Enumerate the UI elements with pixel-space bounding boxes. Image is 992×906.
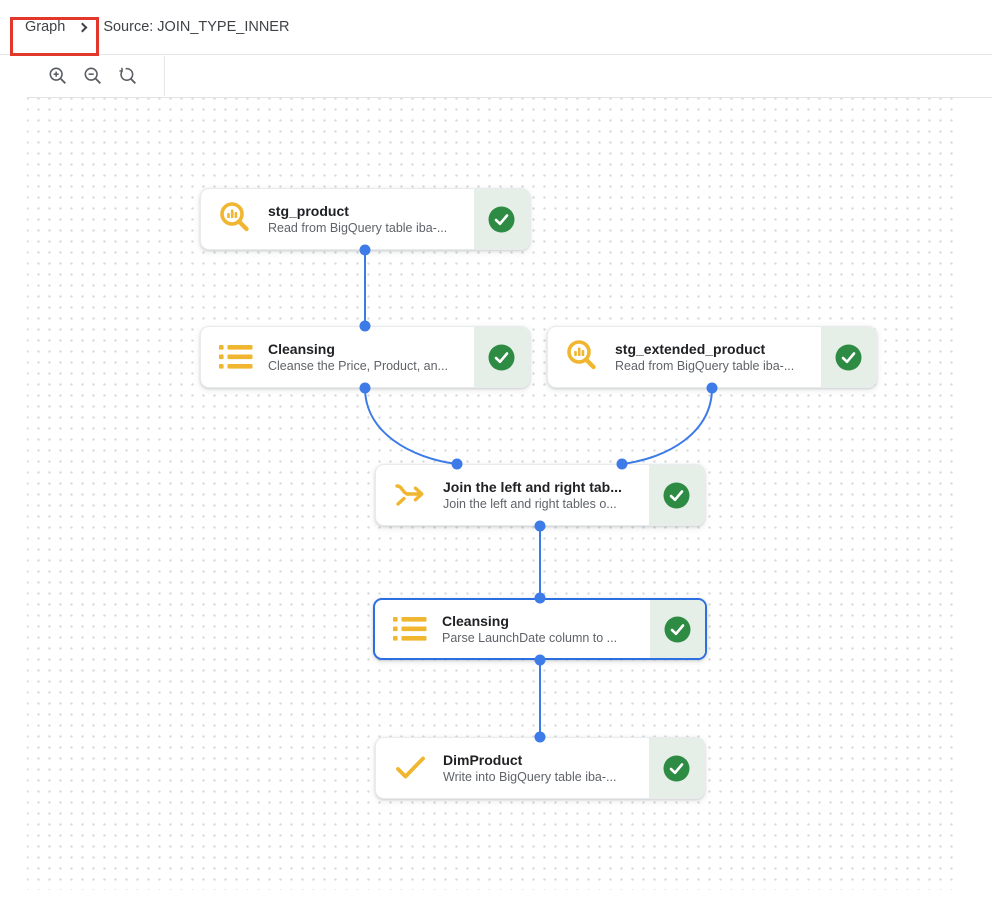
status-success-badge bbox=[649, 738, 704, 798]
node-title: stg_product bbox=[268, 202, 349, 219]
node-stg-extended-product[interactable]: stg_extended_product Read from BigQuery … bbox=[547, 326, 877, 388]
node-join[interactable]: Join the left and right tab... Join the … bbox=[375, 464, 705, 526]
zoom-in-icon bbox=[47, 65, 69, 87]
bigquery-read-magnifier-chart-icon bbox=[216, 199, 256, 239]
canvas-toolbar bbox=[0, 55, 992, 97]
node-title: Cleansing bbox=[268, 340, 335, 357]
canvas-border bbox=[27, 97, 992, 98]
zoom-out-icon bbox=[82, 65, 104, 87]
join-merge-arrow-icon bbox=[391, 475, 431, 515]
zoom-out-button[interactable] bbox=[80, 63, 106, 89]
status-success-badge bbox=[474, 327, 529, 387]
recipe-list-icon bbox=[390, 609, 430, 649]
zoom-reset-button[interactable] bbox=[115, 63, 141, 89]
node-dim-product[interactable]: DimProduct Write into BigQuery table iba… bbox=[375, 737, 705, 799]
status-success-badge bbox=[650, 600, 705, 658]
node-subtitle: Cleanse the Price, Product, an... bbox=[268, 358, 448, 373]
status-success-badge bbox=[821, 327, 876, 387]
node-title: stg_extended_product bbox=[615, 340, 766, 357]
breadcrumb: Graph Source: JOIN_TYPE_INNER bbox=[0, 0, 992, 55]
node-subtitle: Parse LaunchDate column to ... bbox=[442, 630, 618, 645]
status-success-badge bbox=[649, 465, 704, 525]
node-subtitle: Join the left and right tables o... bbox=[443, 496, 617, 511]
recipe-list-icon bbox=[216, 337, 256, 377]
node-cleansing-2[interactable]: Cleansing Parse LaunchDate column to ... bbox=[373, 598, 707, 660]
status-success-badge bbox=[474, 189, 529, 249]
node-subtitle: Read from BigQuery table iba-... bbox=[615, 358, 795, 373]
node-subtitle: Write into BigQuery table iba-... bbox=[443, 769, 617, 784]
node-title: Join the left and right tab... bbox=[443, 478, 622, 495]
breadcrumb-item-graph[interactable]: Graph bbox=[25, 19, 66, 35]
node-title: DimProduct bbox=[443, 751, 523, 768]
node-title: Cleansing bbox=[442, 612, 509, 629]
node-stg-product[interactable]: stg_product Read from BigQuery table iba… bbox=[200, 188, 530, 250]
bigquery-read-magnifier-chart-icon bbox=[563, 337, 603, 377]
write-check-icon bbox=[391, 748, 431, 788]
chevron-right-icon bbox=[77, 22, 88, 32]
node-subtitle: Read from BigQuery table iba-... bbox=[268, 220, 448, 235]
breadcrumb-item-source: Source: JOIN_TYPE_INNER bbox=[103, 19, 290, 35]
toolbar-divider bbox=[164, 56, 165, 96]
node-cleansing-1[interactable]: Cleansing Cleanse the Price, Product, an… bbox=[200, 326, 530, 388]
zoom-in-button[interactable] bbox=[45, 63, 71, 89]
zoom-reset-icon bbox=[117, 65, 139, 87]
